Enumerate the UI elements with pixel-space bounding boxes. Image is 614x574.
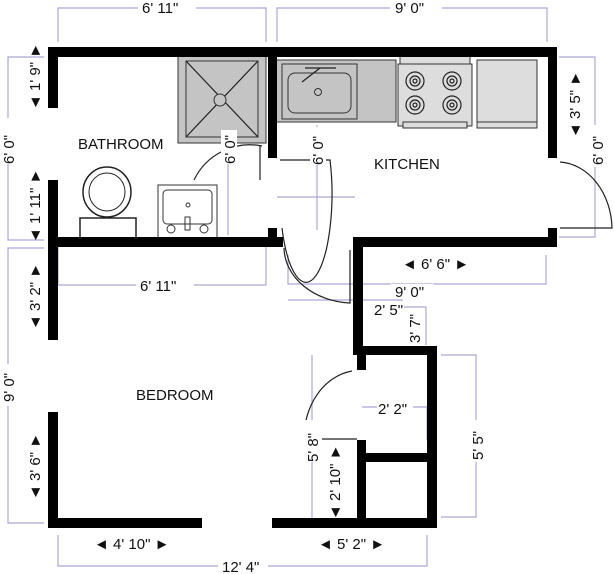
dim-bath-left: 6' 0" — [1, 135, 18, 164]
dim-bed-upper-left: ◄ 3' 2" ► — [27, 263, 44, 330]
dim-kitchen-bottom: ◄ 6' 6" ► — [402, 256, 469, 273]
stove — [397, 54, 473, 129]
dim-bed-total: 12' 4" — [222, 559, 259, 574]
dim-bath-upper-left: ◄ 1' 9" ► — [27, 43, 44, 110]
dim-kitchen-total: 9' 0" — [395, 284, 424, 301]
dim-closet-right: 5' 5" — [470, 431, 487, 460]
dim-closet-door: ◄ 2' 10" ► — [327, 445, 344, 520]
dim-closet-width: 2' 2" — [378, 401, 407, 418]
walls — [48, 47, 557, 528]
dim-bath-lower-left: ◄ 1' 11" ► — [27, 169, 44, 243]
dim-kitchen-top: 9' 0" — [395, 0, 424, 17]
dim-closet-left: 5' 8" — [305, 433, 322, 462]
dim-hall-side: 3' 7" — [407, 314, 424, 343]
room-label-bathroom: BATHROOM — [78, 136, 164, 153]
kitchen-counter-sink — [275, 59, 397, 123]
toilet — [79, 166, 137, 241]
room-label-bedroom: BEDROOM — [136, 387, 214, 404]
dim-kitchen-right-upper: ◄ 3' 5" ► — [567, 71, 584, 138]
bathroom-sink — [157, 184, 218, 242]
dim-hall-width: 2' 5" — [374, 302, 403, 319]
dim-kitchen-inner: 6' 0" — [310, 136, 327, 165]
dim-shower-side: 6' 0" — [222, 135, 239, 164]
dim-bed-bottom-left: ◄ 4' 10" ► — [94, 536, 169, 553]
dim-bed-left: 9' 0" — [1, 373, 18, 402]
dim-bed-lower-left: ◄ 3' 6" ► — [27, 433, 44, 500]
refrigerator — [476, 59, 538, 129]
dim-bath-top: 6' 11" — [142, 0, 178, 17]
dim-kitchen-right: 6' 0" — [590, 136, 607, 165]
dim-bath-bottom: 6' 11" — [140, 278, 176, 295]
room-label-kitchen: KITCHEN — [374, 156, 440, 173]
shower — [177, 54, 267, 144]
dim-bed-bottom-right: ◄ 5' 2" ► — [318, 536, 385, 553]
